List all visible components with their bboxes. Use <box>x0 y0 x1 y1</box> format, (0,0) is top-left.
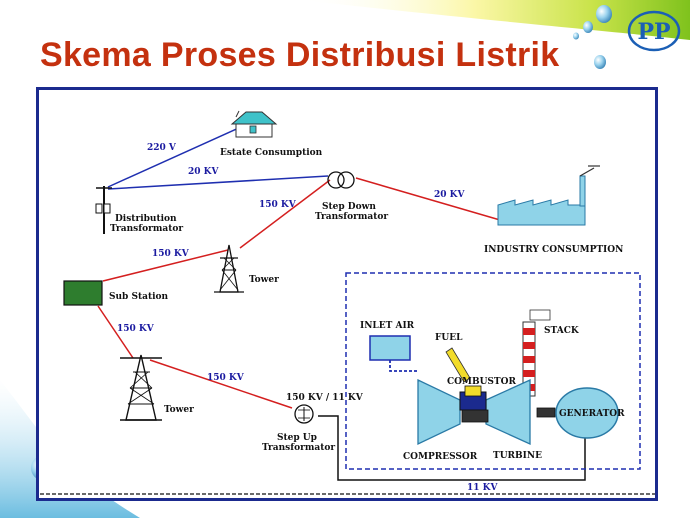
step-up-label-line2: Transformator <box>262 443 335 453</box>
industry-consumption-label: INDUSTRY CONSUMPTION <box>484 245 623 255</box>
wire-150kv-stepup <box>149 359 293 409</box>
turbine-icon <box>485 378 531 446</box>
factory-icon <box>497 165 600 226</box>
voltage-label-150kv: 150 KV <box>152 249 190 259</box>
compressor-label: COMPRESSOR <box>403 452 478 462</box>
step-down-label-line1: Step Down <box>322 202 376 212</box>
inlet-air-duct <box>389 360 418 372</box>
water-drop <box>596 5 612 23</box>
voltage-label-11kv: 11 KV <box>467 483 498 493</box>
house-icon <box>230 110 278 138</box>
distribution-pole-icon <box>95 186 112 234</box>
tower-icon <box>214 244 244 293</box>
turbine-label: TURBINE <box>493 451 542 461</box>
wire-20kv-industry <box>355 177 501 221</box>
wire-220v <box>107 121 253 188</box>
compressor-icon <box>417 378 461 446</box>
sub-station-label: Sub Station <box>109 292 169 302</box>
fuel-line-icon <box>445 347 471 383</box>
wire-150kv-substation <box>97 305 134 359</box>
wire-150kv-stepdown <box>239 179 331 249</box>
stack-label: STACK <box>544 326 580 336</box>
combustor-icon <box>459 385 489 423</box>
step-up-transformer-icon <box>294 404 314 424</box>
step-down-label-line2: Transformator <box>315 212 388 222</box>
water-drop <box>573 32 579 40</box>
distribution-label-line1: Distribution <box>115 214 177 224</box>
logo-text: PP <box>637 19 670 45</box>
voltage-label-150kv: 150 KV <box>259 200 297 210</box>
step-down-transformer-icon <box>327 171 355 189</box>
top-swoosh <box>300 0 690 40</box>
voltage-label-20kv: 20 KV <box>188 167 219 177</box>
voltage-label-20kv: 20 KV <box>434 190 465 200</box>
distribution-label-line2: Transformator <box>110 224 183 234</box>
voltage-label-220v: 220 V <box>147 143 177 153</box>
diagram-frame: Estate Consumption Distribution Transfor… <box>36 87 658 501</box>
water-drop <box>583 21 593 33</box>
voltage-label-150kv: 150 KV <box>207 373 245 383</box>
distribution-diagram: Estate Consumption Distribution Transfor… <box>40 110 655 495</box>
tower-icon <box>120 354 162 421</box>
inlet-air-label: INLET AIR <box>360 321 415 331</box>
generator-icon <box>555 387 619 439</box>
power-plant-boundary <box>345 272 641 470</box>
combustor-label: COMBUSTOR <box>447 377 516 387</box>
generator-label: GENERATOR <box>559 409 625 419</box>
page-title: Skema Proses Distribusi Listrik <box>40 36 560 74</box>
voltage-label-150kv: 150 KV <box>117 324 155 334</box>
inlet-air-filter-icon <box>369 335 411 361</box>
step-up-label-line1: Step Up <box>277 433 317 443</box>
wire-20kv-estate <box>107 175 329 190</box>
estate-consumption-label: Estate Consumption <box>220 148 323 158</box>
voltage-label-step-up: 150 KV / 11 KV <box>286 393 364 403</box>
shaft-coupling-icon <box>536 407 556 418</box>
tower-bottom-label: Tower <box>164 405 194 415</box>
sub-station-icon <box>63 280 103 306</box>
wire-150kv-tower <box>102 249 229 282</box>
company-logo: PP <box>627 10 681 52</box>
wire-11kv <box>318 415 586 481</box>
bottom-swoosh <box>0 380 140 518</box>
tower-top-label: Tower <box>249 275 279 285</box>
water-drop <box>594 55 606 69</box>
fuel-label: FUEL <box>435 333 463 343</box>
